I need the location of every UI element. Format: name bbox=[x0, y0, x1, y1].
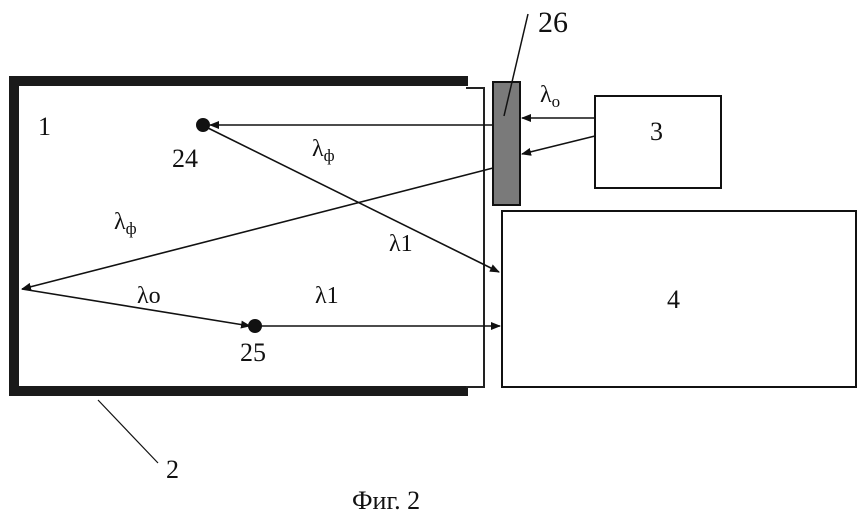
label-lambda-f-upper: λф bbox=[312, 136, 335, 165]
label-lambda-o-lower: λo bbox=[137, 283, 161, 309]
beam-source-to-filter-lower bbox=[522, 136, 595, 154]
lambda-o-top-sub: o bbox=[552, 92, 561, 111]
label-chamber-1: 1 bbox=[38, 112, 51, 141]
label-filter-26: 26 bbox=[538, 6, 568, 39]
label-receiver-4: 4 bbox=[667, 285, 680, 314]
lambda-f-upper-sub: ф bbox=[324, 146, 335, 165]
beam-point-24-to-receiver bbox=[208, 128, 499, 272]
filter-26 bbox=[493, 82, 520, 205]
label-source-3: 3 bbox=[650, 117, 663, 146]
label-lambda-1-lower: λ1 bbox=[315, 283, 339, 309]
point-25 bbox=[248, 319, 262, 333]
wall-2-leader bbox=[98, 400, 158, 463]
label-point-25: 25 bbox=[240, 338, 266, 367]
lambda-o-top-symbol: λ bbox=[540, 82, 552, 108]
beam-wall-to-point-25 bbox=[22, 289, 250, 326]
point-24 bbox=[196, 118, 210, 132]
label-wall-2: 2 bbox=[166, 455, 179, 484]
beam-filter-to-wall bbox=[22, 168, 493, 289]
chamber-right-side bbox=[466, 88, 484, 387]
lambda-f-left-symbol: λ bbox=[114, 209, 126, 235]
label-point-24: 24 bbox=[172, 144, 198, 173]
label-lambda-o-top: λo bbox=[540, 82, 560, 111]
label-lambda-f-left: λф bbox=[114, 209, 137, 238]
figure-caption: Фиг. 2 bbox=[352, 486, 420, 515]
label-lambda-1-diag: λ1 bbox=[389, 231, 413, 257]
lambda-f-upper-symbol: λ bbox=[312, 136, 324, 162]
lambda-f-left-sub: ф bbox=[126, 219, 137, 238]
